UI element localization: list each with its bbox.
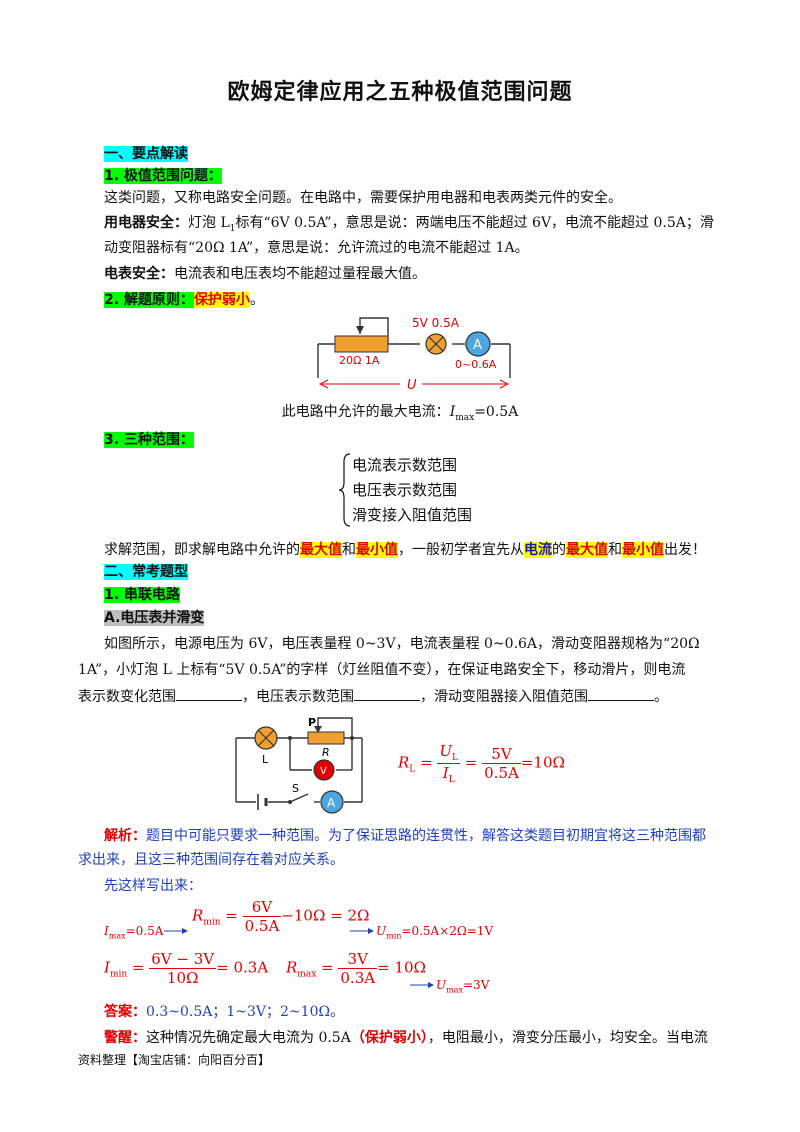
appliance-safety-cont: 动变阻器标有“20Ω 1A”，意思是说：允许流过的电流不能超过 1A。 — [104, 240, 529, 256]
question-text: 表示数变化范围，电压表示数范围，滑动变阻器接入阻值范围。 — [78, 686, 668, 707]
range-item: 电流表示数范围 — [352, 456, 458, 474]
answer-blank[interactable] — [176, 686, 242, 701]
switch-label: S — [292, 782, 299, 795]
arrow-icon — [164, 928, 188, 934]
ammeter-symbol: A — [473, 338, 482, 353]
umax-value: Umax=3V — [436, 978, 490, 995]
meter-safety: 电表安全：电流表和电压表均不能超过量程最大值。 — [104, 266, 426, 282]
slider-arrow-icon — [314, 726, 322, 733]
voltmeter-label: V — [320, 766, 327, 777]
slider-label: P — [308, 716, 316, 729]
rheostat-icon — [334, 335, 389, 353]
voltage-label: U — [407, 378, 417, 393]
solve-text: 求解范围，即求解电路中允许的最大值和最小值，一般初学者宜先从电流的最大值和最小值… — [104, 542, 706, 558]
question-heading: 1. 串联电路 — [104, 587, 180, 603]
question-text: 如图所示，电源电压为 6V，电压表量程 0~3V，电流表量程 0~0.6A，滑动… — [104, 636, 700, 652]
circuit-diagram-1: 20Ω 1A 5V 0.5A A 0~0.6A U — [317, 316, 511, 393]
answer: 答案：0.3~0.5A；1~3V；2~10Ω。 — [104, 1004, 345, 1020]
voltage-arrow-icon — [318, 379, 510, 389]
analysis-text: 解析：题目中可能只要求一种范围。为了保证思路的连贯性，解答这类题目初期宜将这三种… — [104, 828, 706, 844]
circuit-diagram-2: L P R V S A — [235, 716, 363, 814]
arrow-icon — [350, 928, 374, 934]
ammeter-label: A — [327, 796, 336, 810]
voltmeter-icon — [313, 759, 335, 781]
section-heading-1: 一、要点解读 — [104, 146, 188, 162]
lamp-label: L — [262, 753, 269, 766]
slider-arrow-icon — [356, 326, 364, 334]
analysis-write: 先这样写出来： — [104, 878, 202, 894]
warning: 警醒：这种情况先确定最大电流为 0.5A（保护弱小），电阻最小，滑变分压最小，均… — [104, 1030, 708, 1046]
point-2: 2. 解题原则：保护弱小。 — [104, 292, 264, 308]
range-item: 滑变接入阻值范围 — [352, 506, 473, 524]
rheostat-icon — [307, 731, 345, 745]
lamp-icon — [425, 333, 447, 355]
umin-value: Umin=0.5A×2Ω=1V — [376, 924, 494, 941]
arrow-icon — [410, 982, 434, 988]
question-text: 1A”，小灯泡 L 上标有“5V 0.5A”的字样（灯丝阻值不变），在保证电路安… — [78, 662, 686, 678]
page-title: 欧姆定律应用之五种极值范围问题 — [227, 80, 573, 105]
switch-icon — [288, 800, 292, 804]
imax-value: Imax=0.5A — [104, 924, 164, 941]
brace-icon — [338, 453, 351, 527]
circuit-1-caption: 此电路中允许的最大电流：Imax=0.5A — [281, 404, 519, 423]
point-3-heading: 3. 三种范围： — [104, 432, 194, 448]
lamp-icon — [254, 726, 278, 750]
answer-blank[interactable] — [588, 686, 654, 701]
ammeter-range: 0~0.6A — [455, 358, 497, 371]
range-item: 电压表示数范围 — [352, 481, 458, 499]
ammeter-icon — [465, 331, 491, 357]
footer: 资料整理【淘宝店铺：向阳百分百】 — [78, 1053, 271, 1067]
rheostat-label: R — [322, 746, 330, 759]
section-heading-2: 二、常考题型 — [104, 564, 188, 580]
rheostat-label: 20Ω 1A — [339, 354, 380, 367]
lamp-rating: 5V 0.5A — [412, 316, 460, 330]
point-1-intro: 这类问题，又称电路安全问题。在电路中，需要保护用电器和电表两类元件的安全。 — [104, 190, 622, 206]
answer-blank[interactable] — [354, 686, 420, 701]
question-subheading: A.电压表并滑变 — [104, 610, 205, 626]
ammeter-icon — [320, 790, 344, 814]
battery-icon — [257, 794, 268, 810]
analysis-text-cont: 求出来，且这三种范围间存在着对应关系。 — [78, 852, 344, 868]
appliance-safety: 用电器安全：灯泡 L1标有“6V 0.5A”，意思是说：两端电压不能超过 6V，… — [104, 215, 714, 234]
point-1-heading: 1. 极值范围问题： — [104, 168, 222, 184]
